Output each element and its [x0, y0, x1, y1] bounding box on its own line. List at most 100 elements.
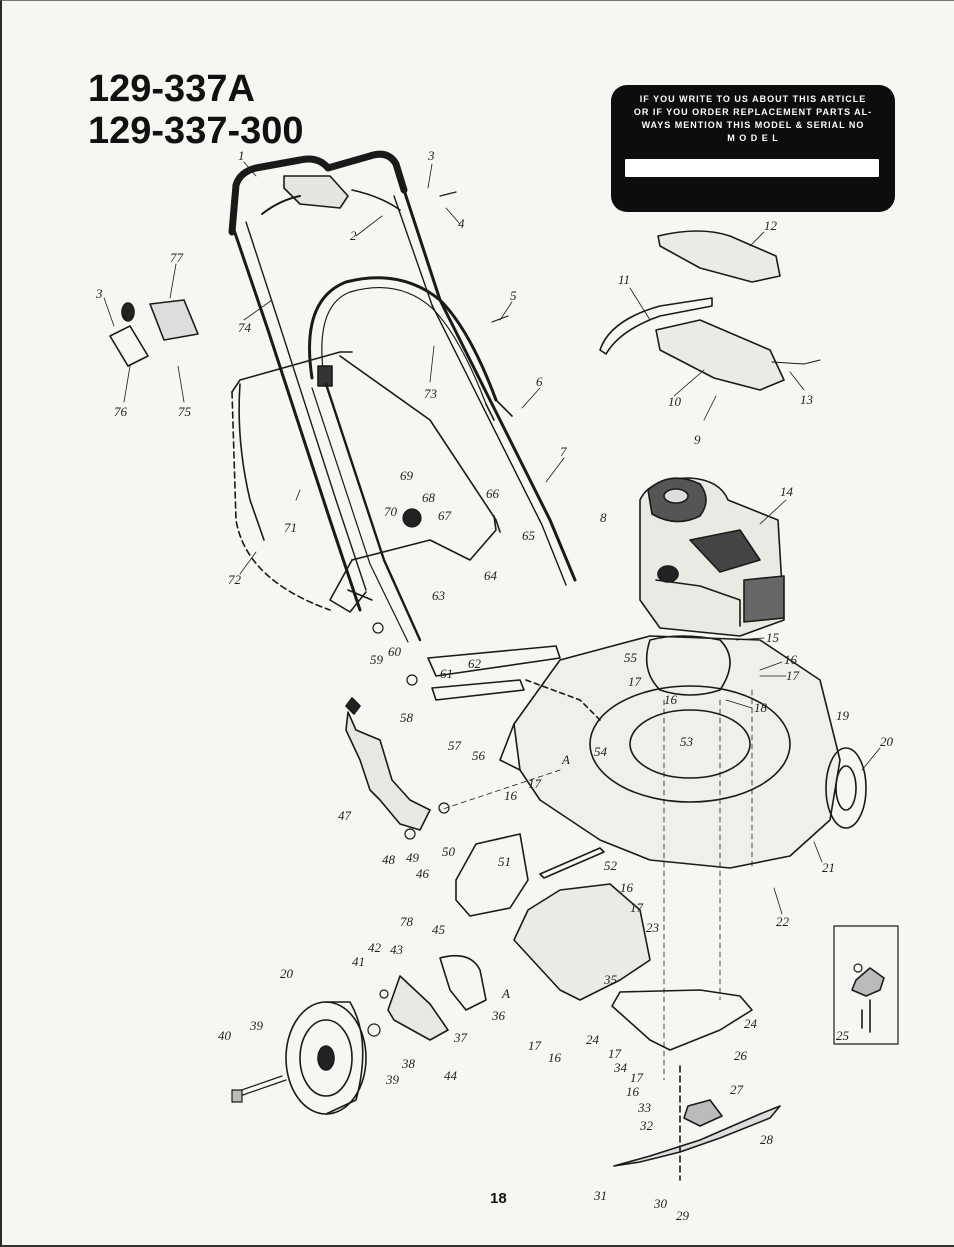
- callout-56: 56: [472, 748, 486, 763]
- callout-53: 53: [680, 734, 694, 749]
- callout-18: 18: [754, 700, 768, 715]
- hardware-drawing: [231, 191, 863, 1103]
- callout-7: 7: [560, 444, 567, 459]
- callout-72: 72: [228, 572, 242, 587]
- callout-12: 12: [764, 218, 778, 233]
- guards-drawing: [455, 833, 753, 1051]
- callout-75: 75: [178, 404, 192, 419]
- callout-60: 60: [388, 644, 402, 659]
- callout-10: 10: [668, 394, 682, 409]
- callout-62: 62: [468, 656, 482, 671]
- blade-drawing: [613, 1065, 781, 1181]
- leader-lines: [103, 161, 881, 915]
- callout-A-upper: A: [561, 752, 570, 767]
- notice-line-3: WAYS MENTION THIS MODEL & SERIAL NO: [641, 120, 865, 130]
- callout-52: 52: [604, 858, 618, 873]
- callout-76: 76: [114, 404, 128, 419]
- callout-16-adjust: 16: [504, 788, 518, 803]
- callout-19: 19: [836, 708, 850, 723]
- callout-30: 30: [653, 1196, 668, 1211]
- callout-13: 13: [800, 392, 814, 407]
- callout-46: 46: [416, 866, 430, 881]
- callout-51: 51: [498, 854, 511, 869]
- callout-70: 70: [384, 504, 398, 519]
- callout-16-blade: 16: [626, 1084, 640, 1099]
- callout-63: 63: [432, 588, 446, 603]
- callout-21: 21: [822, 860, 835, 875]
- callout-3: 3: [427, 148, 435, 163]
- callout-15: 15: [766, 630, 780, 645]
- notice-line-4: M O D E L: [727, 133, 779, 143]
- callout-78: 78: [400, 914, 414, 929]
- callout-37: 37: [453, 1030, 468, 1045]
- callout-3-throttle: 3: [95, 286, 103, 301]
- callout-17-lower: 17: [608, 1046, 622, 1061]
- callout-33: 33: [637, 1100, 652, 1115]
- callout-55: 55: [624, 650, 638, 665]
- upper-handle-drawing: [228, 150, 577, 612]
- callout-64: 64: [484, 568, 498, 583]
- callout-28: 28: [760, 1132, 774, 1147]
- callout-34: 34: [613, 1060, 628, 1075]
- callout-16-lower: 16: [548, 1050, 562, 1065]
- callout-32: 32: [639, 1118, 654, 1133]
- callout-17-deck: 17: [628, 674, 642, 689]
- model-number-secondary: 129-337-300: [88, 110, 304, 152]
- callout-36: 36: [491, 1008, 506, 1023]
- callout-17-guard: 17: [630, 900, 644, 915]
- front-wheel-drawing: [285, 1001, 367, 1115]
- model-title: 129-337A 129-337-300: [88, 68, 304, 152]
- callout-58: 58: [400, 710, 414, 725]
- callout-17: 17: [786, 668, 800, 683]
- control-cover-drawing: [599, 230, 821, 391]
- axle-rod-drawing: [427, 645, 605, 879]
- height-adjuster-drawing: [345, 697, 487, 1041]
- callout-16: 16: [784, 652, 798, 667]
- callout-9: 9: [694, 432, 701, 447]
- callout-41: 41: [352, 954, 365, 969]
- callout-4: 4: [458, 216, 465, 231]
- callout-2: 2: [350, 228, 357, 243]
- callout-48: 48: [382, 852, 396, 867]
- model-serial-field: [625, 159, 879, 177]
- callout-20: 20: [880, 734, 894, 749]
- detail-inset-drawing: [833, 925, 899, 1045]
- rear-wheel-drawing: [825, 747, 867, 829]
- notice-line-2: OR IF YOU ORDER REPLACEMENT PARTS AL-: [633, 107, 873, 117]
- callout-43: 43: [390, 942, 404, 957]
- callout-6: 6: [536, 374, 543, 389]
- callout-77: 77: [170, 250, 184, 265]
- engine-drawing: [639, 477, 785, 637]
- callout-17-blade: 17: [630, 1070, 644, 1085]
- callout-69: 69: [400, 468, 414, 483]
- callout-73: 73: [424, 386, 438, 401]
- callout-24-right: 24: [744, 1016, 758, 1031]
- callout-35: 35: [603, 972, 618, 987]
- callout-50: 50: [442, 844, 456, 859]
- callout-23: 23: [646, 920, 660, 935]
- callout-39-left: 39: [249, 1018, 264, 1033]
- callout-38: 38: [401, 1056, 416, 1071]
- throttle-parts-drawing: [109, 299, 199, 367]
- mower-deck-drawing: [499, 635, 841, 869]
- lower-handle-drawing: [308, 276, 513, 643]
- callout-11: 11: [618, 272, 630, 287]
- callout-74: 74: [238, 320, 252, 335]
- model-number-primary: 129-337A: [88, 68, 255, 110]
- callout-42: 42: [368, 940, 382, 955]
- callout-44: 44: [444, 1068, 458, 1083]
- callout-49: 49: [406, 850, 420, 865]
- callout-67: 67: [438, 508, 452, 523]
- callout-25: 25: [836, 1028, 850, 1043]
- callout-labels: 1 2 3 4 5 6 7 8 9 10 11 12 13 14 15 16 1…: [95, 148, 894, 1223]
- callout-59: 59: [370, 652, 384, 667]
- callout-26: 26: [734, 1048, 748, 1063]
- callout-1: 1: [238, 148, 245, 163]
- callout-14: 14: [780, 484, 794, 499]
- callout-54: 54: [594, 744, 608, 759]
- callout-27: 27: [730, 1082, 744, 1097]
- callout-A-lower: A: [501, 986, 510, 1001]
- callout-24: 24: [586, 1032, 600, 1047]
- reference-lines: [439, 689, 753, 1081]
- callout-61: 61: [440, 666, 453, 681]
